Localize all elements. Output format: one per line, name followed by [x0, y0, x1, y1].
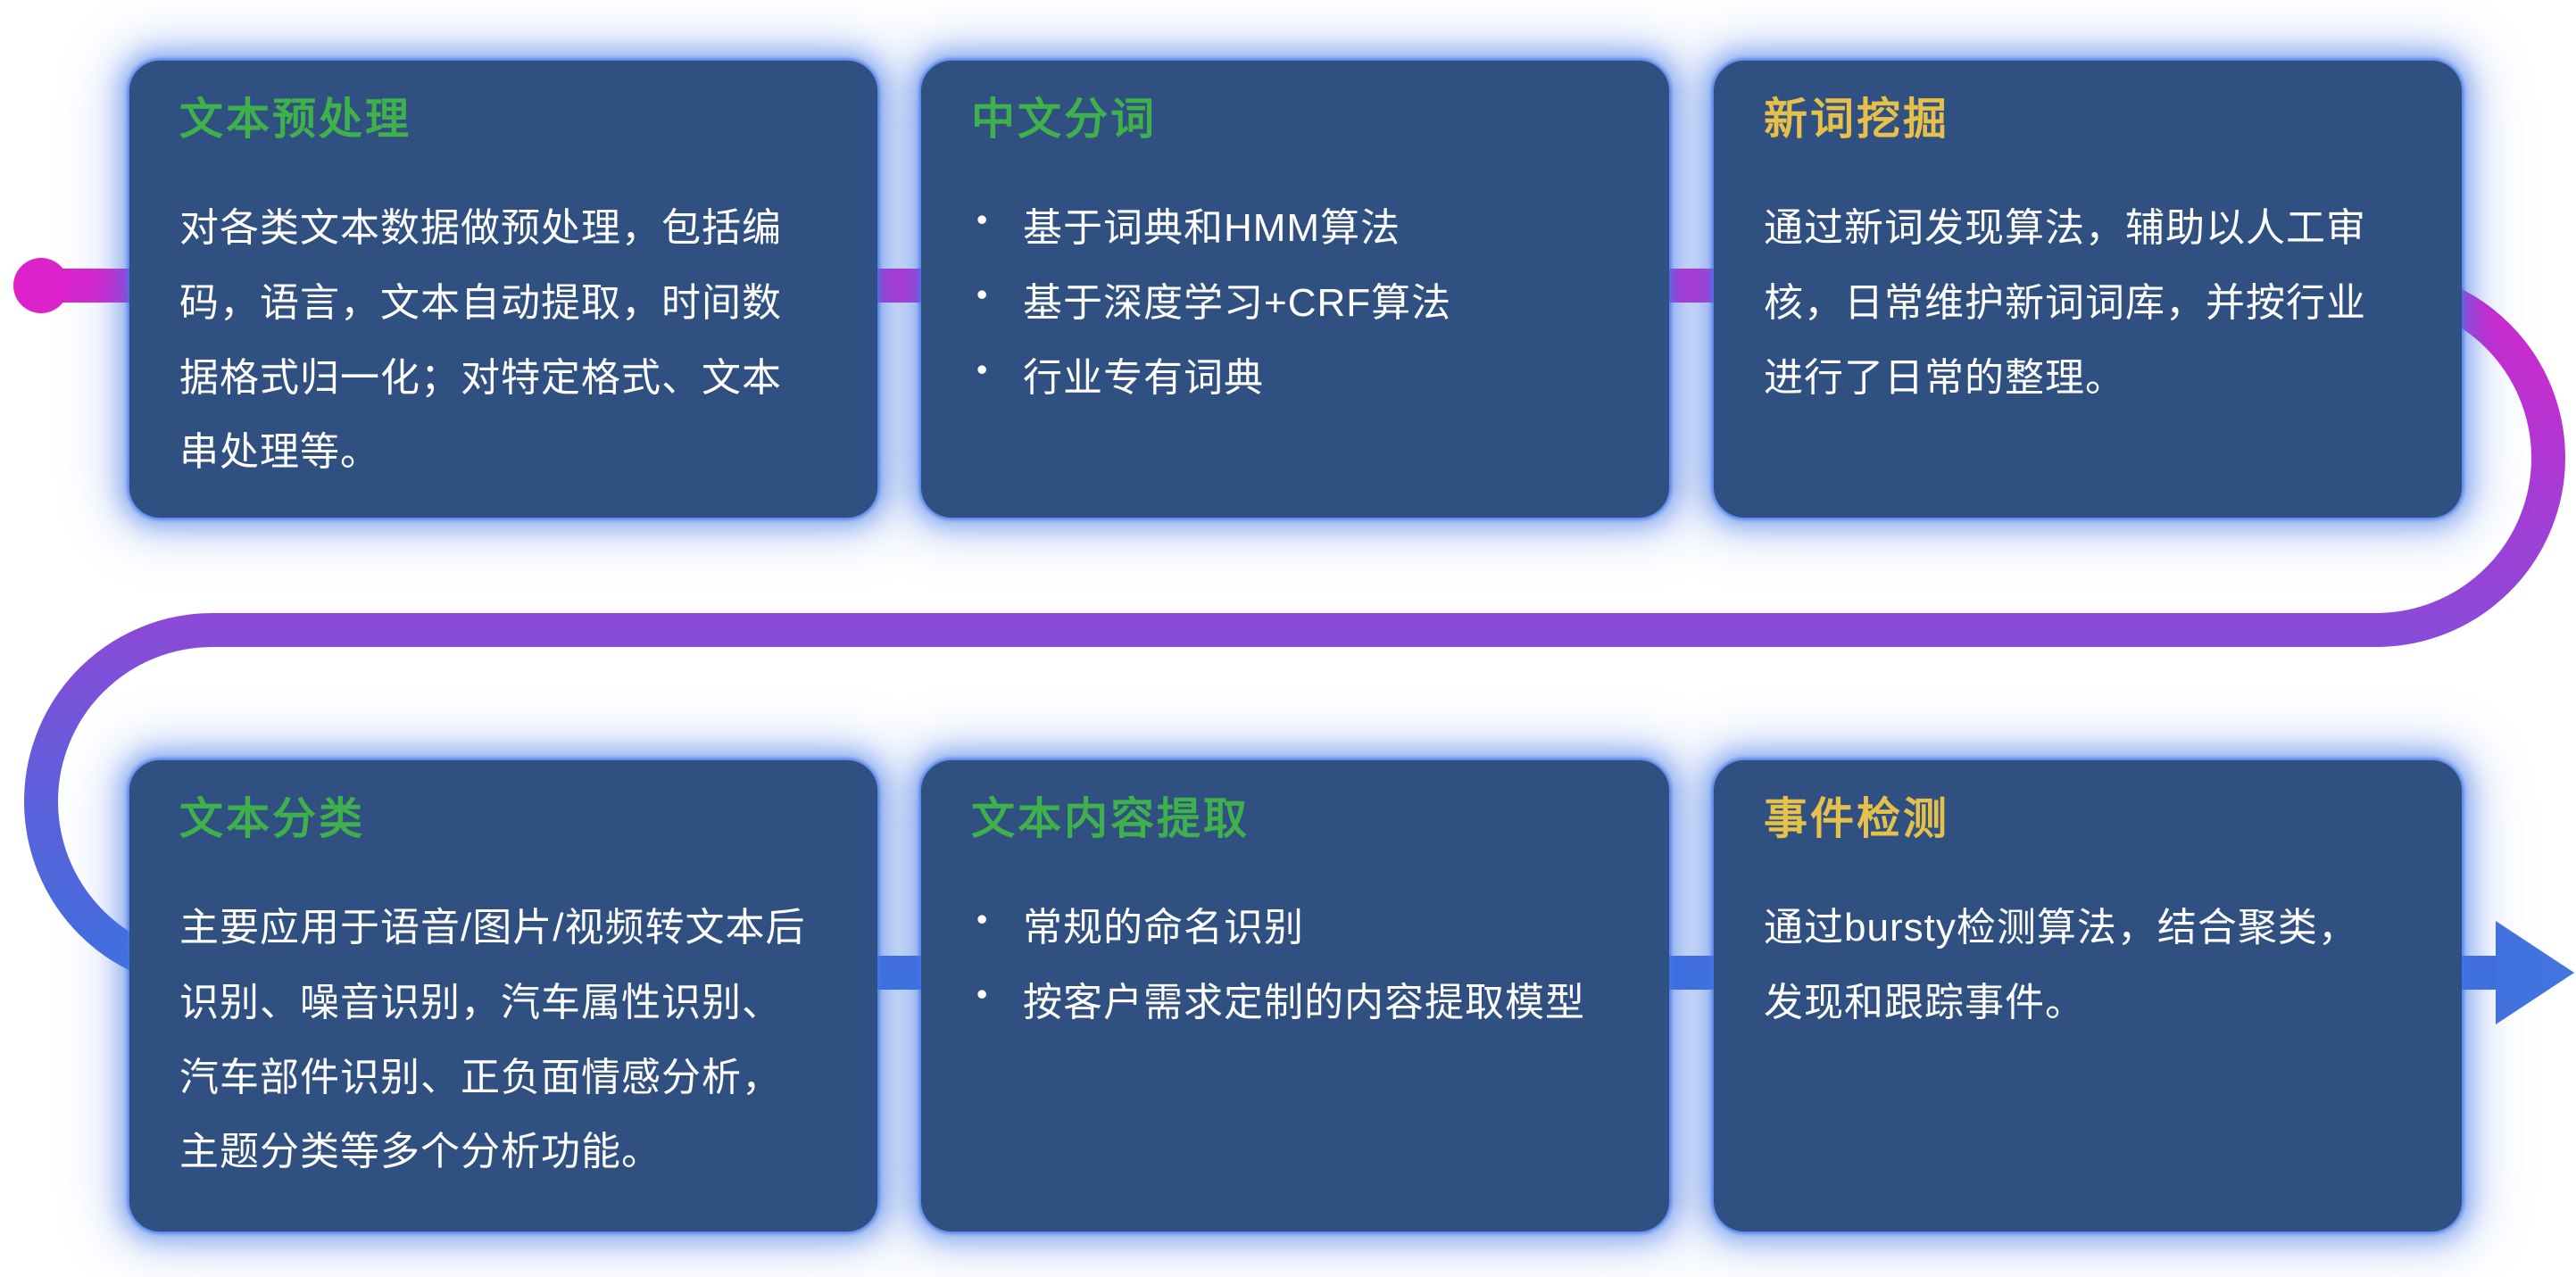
flow-start-dot — [13, 258, 69, 313]
card-body-text: 通过新词发现算法，辅助以人工审核，日常维护新词词库，并按行业进行了日常的整理。 — [1764, 206, 2366, 400]
card-text-preprocessing: 文本预处理 对各类文本数据做预处理，包括编码，语言，文本自动提取，时间数据格式归… — [129, 61, 877, 518]
bullet-list: 常规的命名识别 按客户需求定制的内容提取模型 — [971, 891, 1598, 1040]
bullet-item: 按客户需求定制的内容提取模型 — [971, 966, 1598, 1041]
card-title: 事件检测 — [1764, 795, 1950, 843]
card-body-text: 对各类文本数据做预处理，包括编码，语言，文本自动提取，时间数据格式归一化；对特定… — [179, 206, 782, 475]
card-body-text: 主要应用于语音/图片/视频转文本后识别、噪音识别，汽车属性识别、汽车部件识别、正… — [179, 906, 806, 1174]
card-text-classification: 文本分类 主要应用于语音/图片/视频转文本后识别、噪音识别，汽车属性识别、汽车部… — [129, 760, 877, 1231]
card-title: 文本分类 — [179, 795, 366, 843]
card-body-text: 通过bursty检测算法，结合聚类，发现和跟踪事件。 — [1764, 906, 2358, 1024]
card-text-content-extraction: 文本内容提取 常规的命名识别 按客户需求定制的内容提取模型 — [921, 760, 1669, 1231]
card-title: 中文分词 — [971, 95, 1158, 144]
bullet-item: 常规的命名识别 — [971, 891, 1598, 966]
flow-path — [23, 269, 2566, 990]
card-title: 文本预处理 — [179, 95, 412, 144]
card-new-word-mining: 新词挖掘 通过新词发现算法，辅助以人工审核，日常维护新词词库，并按行业进行了日常… — [1714, 61, 2462, 518]
bullet-item: 行业专有词典 — [971, 341, 1598, 416]
bullet-item: 基于词典和HMM算法 — [971, 191, 1598, 266]
bullet-item: 基于深度学习+CRF算法 — [971, 266, 1598, 341]
arrow-right-icon — [2496, 921, 2574, 1024]
card-title: 新词挖掘 — [1764, 95, 1950, 144]
card-title: 文本内容提取 — [971, 795, 1251, 843]
card-event-detection: 事件检测 通过bursty检测算法，结合聚类，发现和跟踪事件。 — [1714, 760, 2462, 1231]
bullet-list: 基于词典和HMM算法 基于深度学习+CRF算法 行业专有词典 — [971, 191, 1598, 415]
card-chinese-word-segmentation: 中文分词 基于词典和HMM算法 基于深度学习+CRF算法 行业专有词典 — [921, 61, 1669, 518]
